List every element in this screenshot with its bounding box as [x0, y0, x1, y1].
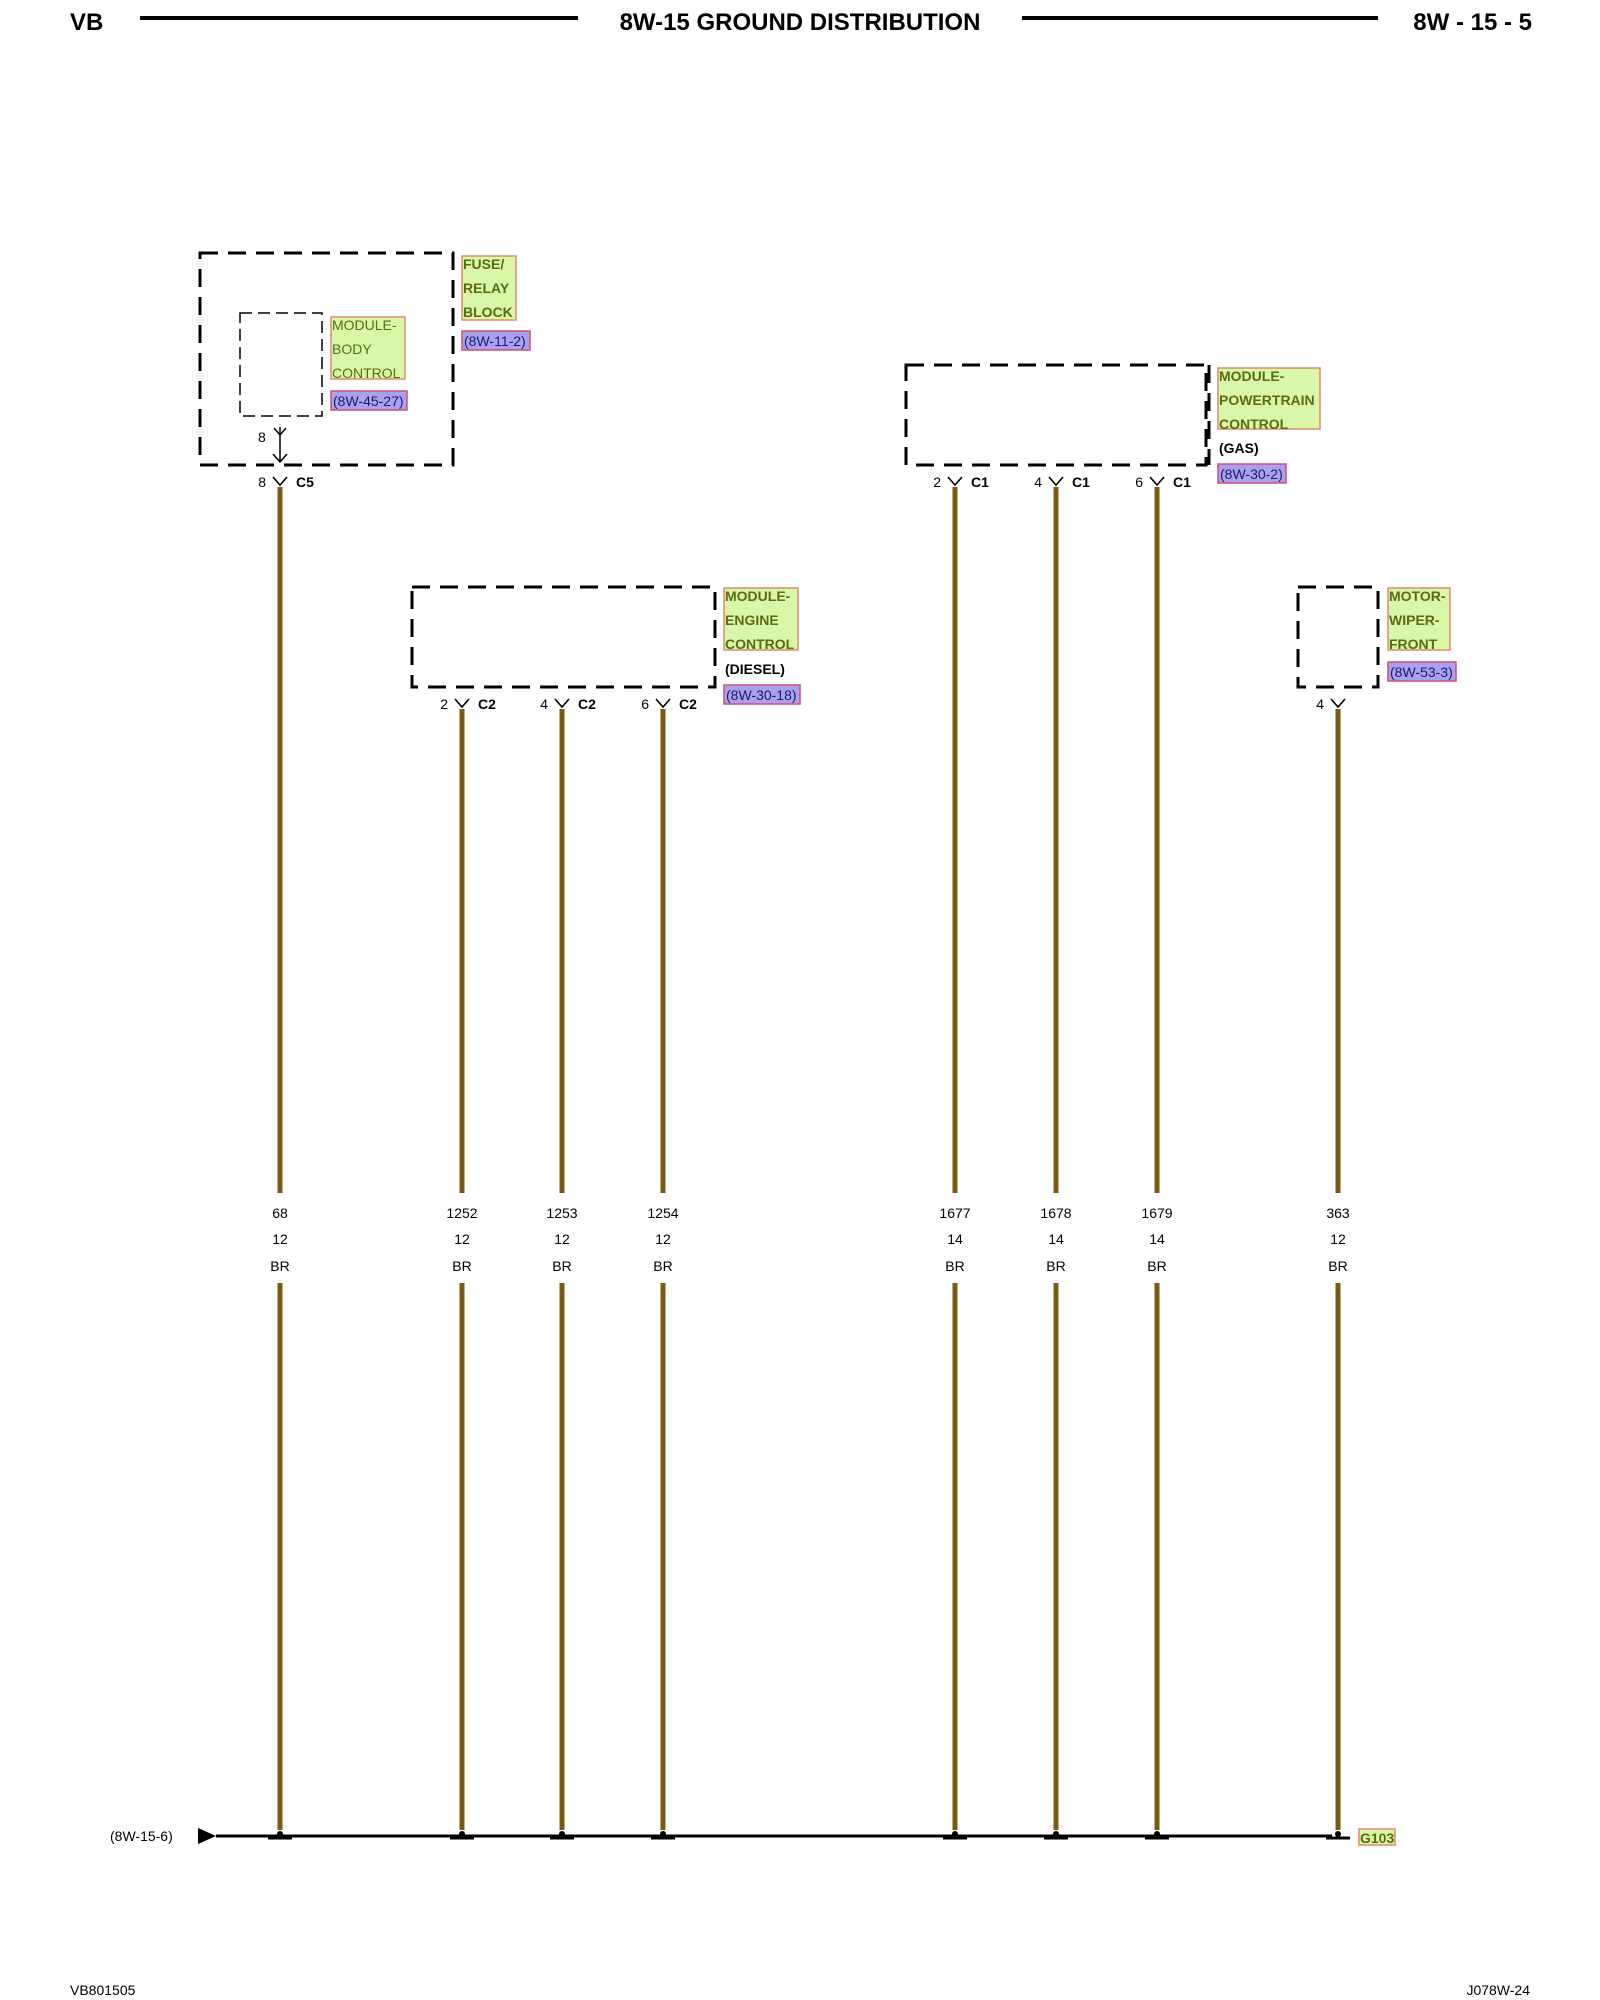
wire-68-gauge: 12 [272, 1231, 288, 1247]
wire-1252-color: BR [452, 1258, 471, 1274]
wire-363-color: BR [1328, 1258, 1347, 1274]
wiper-motor-line3: FRONT [1389, 636, 1438, 652]
fuse-relay-block-outline [198, 251, 455, 467]
body-control-line3: CONTROL [332, 365, 401, 381]
body-control-ref-box [330, 390, 408, 411]
wire-1252-gauge: 12 [454, 1231, 470, 1247]
wire-1679-connector: C1 [1173, 474, 1191, 490]
ground-bus-arrow-icon [198, 1828, 216, 1844]
engine-control-outline [410, 585, 717, 689]
engine-control-line1: MODULE- [725, 588, 791, 604]
powertrain-control-ref-box [1217, 463, 1287, 484]
fuse-relay-block-ref[interactable]: (8W-11-2) [464, 333, 526, 349]
wire-68-connector-icon [272, 476, 288, 487]
body-control-line1: MODULE- [332, 317, 397, 333]
wiper-motor-outline [1296, 585, 1380, 689]
engine-control-label-box [723, 587, 799, 651]
ground-label: G103 [1360, 1830, 1394, 1846]
wire-68-pin: 8 [258, 474, 266, 490]
body-control-inner-fork [273, 427, 287, 437]
footer-right: J078W-24 [1466, 1982, 1530, 1998]
wire-1252-connector: C2 [478, 696, 496, 712]
wire-1679-circuit: 1679 [1141, 1205, 1172, 1221]
wire-1252-connector-icon [454, 698, 470, 709]
powertrain-control-outline [904, 363, 1208, 467]
body-control-outline [239, 312, 323, 417]
wire-1253-gauge: 12 [554, 1231, 570, 1247]
ground-label-box [1358, 1828, 1396, 1846]
wire-1679-gauge: 14 [1149, 1231, 1165, 1247]
body-control-line2: BODY [332, 341, 372, 357]
wire-1254-circuit: 1254 [647, 1205, 678, 1221]
powertrain-control-line2: POWERTRAIN [1219, 392, 1315, 408]
fuse-relay-block-line3: BLOCK [463, 304, 513, 320]
powertrain-control-ref[interactable]: (8W-30-2) [1220, 466, 1283, 482]
footer-left: VB801505 [70, 1982, 136, 1998]
wire-1678-connector-icon [1048, 476, 1064, 487]
wiper-motor-ref-box [1387, 661, 1457, 682]
ground-bus-ref-left[interactable]: (8W-15-6) [110, 1828, 173, 1844]
wire-1679-connector-icon [1149, 476, 1165, 487]
wire-1252-circuit: 1252 [446, 1205, 477, 1221]
wire-363-connector-icon [1330, 698, 1346, 709]
wire-1677-connector-icon [947, 476, 963, 487]
powertrain-control-label-box [1217, 367, 1321, 430]
wire-1677-gauge: 14 [947, 1231, 963, 1247]
wire-363-pin: 4 [1316, 696, 1324, 712]
wire-68-connector: C5 [296, 474, 314, 490]
engine-control-line3: CONTROL [725, 636, 795, 652]
engine-control-ref[interactable]: (8W-30-18) [726, 687, 797, 703]
wire-1678-pin: 4 [1034, 474, 1042, 490]
wire-1677-color: BR [945, 1258, 964, 1274]
wire-363-circuit: 363 [1326, 1205, 1350, 1221]
fuse-relay-block-line1: FUSE/ [463, 256, 504, 272]
wire-1253-connector: C2 [578, 696, 596, 712]
wire-68-circuit: 68 [272, 1205, 288, 1221]
wire-68-color: BR [270, 1258, 289, 1274]
fuse-relay-block-ref-box [461, 330, 531, 351]
wire-363-splice-dot [1335, 1831, 1341, 1837]
header-right: 8W - 15 - 5 [1413, 9, 1532, 36]
wire-1253-color: BR [552, 1258, 571, 1274]
page-title: 8W-15 GROUND DISTRIBUTION [620, 9, 981, 36]
wire-1677-pin: 2 [933, 474, 941, 490]
wire-1254-connector-icon [655, 698, 671, 709]
body-control-ref[interactable]: (8W-45-27) [333, 393, 404, 409]
wire-363-gauge: 12 [1330, 1231, 1346, 1247]
wire-1253-connector-icon [554, 698, 570, 709]
fuse-relay-block-line2: RELAY [463, 280, 510, 296]
wire-1677-circuit: 1677 [939, 1205, 970, 1221]
powertrain-control-line3: CONTROL [1219, 416, 1289, 432]
wire-1679-pin: 6 [1135, 474, 1143, 490]
wiper-motor-ref[interactable]: (8W-53-3) [1390, 664, 1453, 680]
wire-1253-circuit: 1253 [546, 1205, 577, 1221]
wire-1254-color: BR [653, 1258, 672, 1274]
wiper-motor-label-box [1387, 587, 1451, 651]
body-control-inner-pin: 8 [258, 429, 266, 445]
powertrain-control-line1: MODULE- [1219, 368, 1285, 384]
wire-1678-gauge: 14 [1048, 1231, 1064, 1247]
wire-1254-connector: C2 [679, 696, 697, 712]
wire-1252-pin: 2 [440, 696, 448, 712]
powertrain-control-variant: (GAS) [1219, 440, 1259, 456]
header-left: VB [70, 9, 103, 36]
wiper-motor-line1: MOTOR- [1389, 588, 1446, 604]
wiper-motor-line2: WIPER- [1389, 612, 1440, 628]
wire-1679-color: BR [1147, 1258, 1166, 1274]
wire-1254-pin: 6 [641, 696, 649, 712]
body-control-inner-arrow [272, 453, 288, 464]
engine-control-ref-box [723, 684, 801, 705]
wire-1253-pin: 4 [540, 696, 548, 712]
engine-control-variant: (DIESEL) [725, 661, 785, 677]
wire-1678-color: BR [1046, 1258, 1065, 1274]
wire-1678-circuit: 1678 [1040, 1205, 1071, 1221]
body-control-label-box [330, 316, 406, 380]
engine-control-line2: ENGINE [725, 612, 779, 628]
wire-1677-connector: C1 [971, 474, 989, 490]
wire-1678-connector: C1 [1072, 474, 1090, 490]
wire-1254-gauge: 12 [655, 1231, 671, 1247]
fuse-relay-block-label-box [461, 255, 517, 321]
